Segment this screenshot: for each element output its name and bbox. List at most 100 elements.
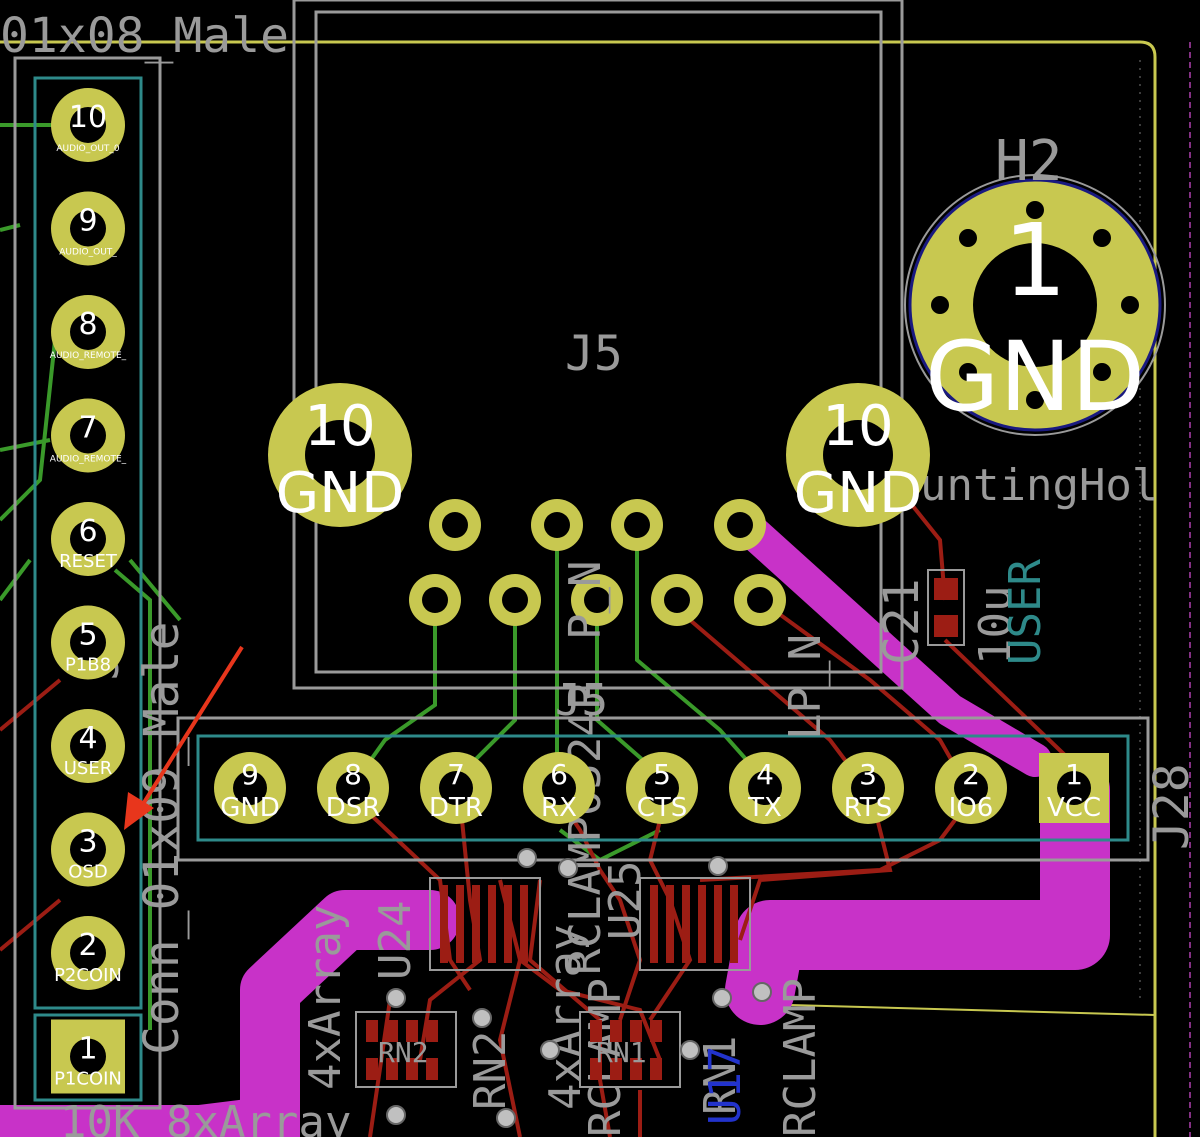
bottom-pin-number: 6 bbox=[550, 758, 568, 791]
left-pin-number: 2 bbox=[78, 928, 97, 963]
bottom-pin-name: DSR bbox=[326, 793, 381, 823]
svg-text:10: 10 bbox=[304, 394, 375, 459]
j5-outline bbox=[292, 0, 904, 690]
u24-ic bbox=[429, 877, 541, 971]
c21-ref-label: C21 bbox=[874, 578, 930, 665]
bottom-header-pin-6: 6RX bbox=[523, 752, 595, 824]
rclamp-label: RCLAMP0524P bbox=[560, 684, 611, 975]
left-pin-name: AUDIO_OUT_ bbox=[59, 248, 117, 258]
bottom-header-silk bbox=[176, 716, 1150, 862]
bottom-value-label: 10K 8xArray bbox=[60, 1097, 351, 1137]
power-traces bbox=[0, 508, 1110, 1137]
left-connector-courtyard bbox=[33, 76, 143, 1010]
user-label: USER bbox=[1000, 559, 1051, 665]
j5-ref-label: J5 bbox=[565, 326, 623, 382]
j5-mount-pad-left: 10 GND bbox=[268, 383, 412, 527]
left-pin-name: AUDIO_OUT_0 bbox=[56, 144, 120, 154]
left-pin-name: P1COIN bbox=[54, 1069, 122, 1090]
j5-ref-ghost: J5 bbox=[555, 675, 608, 726]
c21-value-label: 10u bbox=[970, 586, 1021, 665]
bottom-pin-name: TX bbox=[747, 793, 782, 823]
j5-mount-pad-right: 10 GND bbox=[786, 383, 930, 527]
left-connector-courtyard-2 bbox=[33, 1013, 143, 1102]
rn2-array: RN2 bbox=[355, 1011, 457, 1088]
back-traces bbox=[0, 123, 762, 1030]
lp-n-label: P_N bbox=[560, 561, 611, 640]
rn1-array: RN1 bbox=[579, 1011, 681, 1088]
bottom-pin-name: DTR bbox=[429, 793, 483, 823]
bottom-pin-name: RTS bbox=[844, 793, 893, 823]
svg-text:10: 10 bbox=[822, 394, 893, 459]
rn1-ref-label: RN1 bbox=[695, 1036, 746, 1115]
svg-text:RN2: RN2 bbox=[378, 1036, 429, 1069]
svg-text:GND: GND bbox=[794, 461, 922, 526]
array-label: 4xArray bbox=[300, 905, 351, 1090]
rclamp-label-3: RCLAMP bbox=[580, 978, 631, 1137]
h2-value-label: untingHol bbox=[920, 460, 1158, 511]
bottom-pin-number: 4 bbox=[756, 758, 774, 791]
j28-ref-label: J28 bbox=[1144, 763, 1200, 850]
rn2-ref-label: RN2 bbox=[465, 1031, 516, 1110]
bottom-pin-number: 1 bbox=[1065, 758, 1083, 791]
conn-left-value-label: Conn_01x09_Male bbox=[134, 622, 190, 1055]
lp-n-label-2: LP_N bbox=[780, 634, 831, 740]
bottom-pin-number: 2 bbox=[962, 758, 980, 791]
bottom-header-pin-4: 4TX bbox=[729, 752, 801, 824]
h2-net-name: GND bbox=[925, 321, 1145, 433]
left-pin-number: 7 bbox=[78, 411, 97, 446]
j5-outline-inner bbox=[314, 10, 883, 674]
h2-pin-number: 1 bbox=[1003, 202, 1067, 319]
left-pin-number: 6 bbox=[78, 514, 97, 549]
bottom-pin-number: 9 bbox=[241, 758, 259, 791]
u24-ref-label: U24 bbox=[370, 901, 421, 980]
bottom-pin-number: 7 bbox=[447, 758, 465, 791]
u17-label: U17 bbox=[700, 1046, 751, 1125]
left-pin-number: 9 bbox=[78, 204, 97, 239]
h2-ref-label: H2 bbox=[995, 129, 1062, 194]
left-pin-name: AUDIO_REMOTE_ bbox=[50, 351, 127, 361]
bottom-pin-name: GND bbox=[220, 793, 280, 823]
svg-text:GND: GND bbox=[276, 461, 404, 526]
left-pin-number: 3 bbox=[78, 825, 97, 860]
left-pin-number: 8 bbox=[78, 307, 97, 342]
left-header-pads: 10AUDIO_OUT_09AUDIO_OUT_8AUDIO_REMOTE_7A… bbox=[50, 88, 127, 1094]
array-label-2: 4xArray bbox=[540, 925, 591, 1110]
rclamp-label-2: RCLAMP bbox=[775, 978, 826, 1137]
left-pin-name: P1B8 bbox=[65, 655, 111, 676]
left-pin-name: RESET bbox=[59, 551, 118, 572]
left-pin-number: 10 bbox=[69, 100, 107, 135]
bottom-pin-number: 3 bbox=[859, 758, 877, 791]
vias bbox=[386, 848, 772, 1128]
left-pin-number: 1 bbox=[78, 1032, 97, 1067]
left-pin-name: USER bbox=[64, 758, 112, 779]
u25-ic bbox=[639, 877, 751, 971]
left-pin-number: 4 bbox=[78, 721, 97, 756]
j5-pin-holes bbox=[422, 512, 773, 613]
h2-mounting-hole: 1 GND bbox=[904, 174, 1166, 436]
left-pin-number: 5 bbox=[78, 618, 97, 653]
c21-capacitor bbox=[927, 569, 965, 646]
bottom-header-courtyard bbox=[196, 734, 1130, 842]
svg-text:RN1: RN1 bbox=[596, 1036, 647, 1069]
bottom-pin-number: 8 bbox=[344, 758, 362, 791]
board-edge-inner bbox=[789, 1004, 1156, 1016]
left-connector-silk bbox=[13, 56, 162, 1110]
